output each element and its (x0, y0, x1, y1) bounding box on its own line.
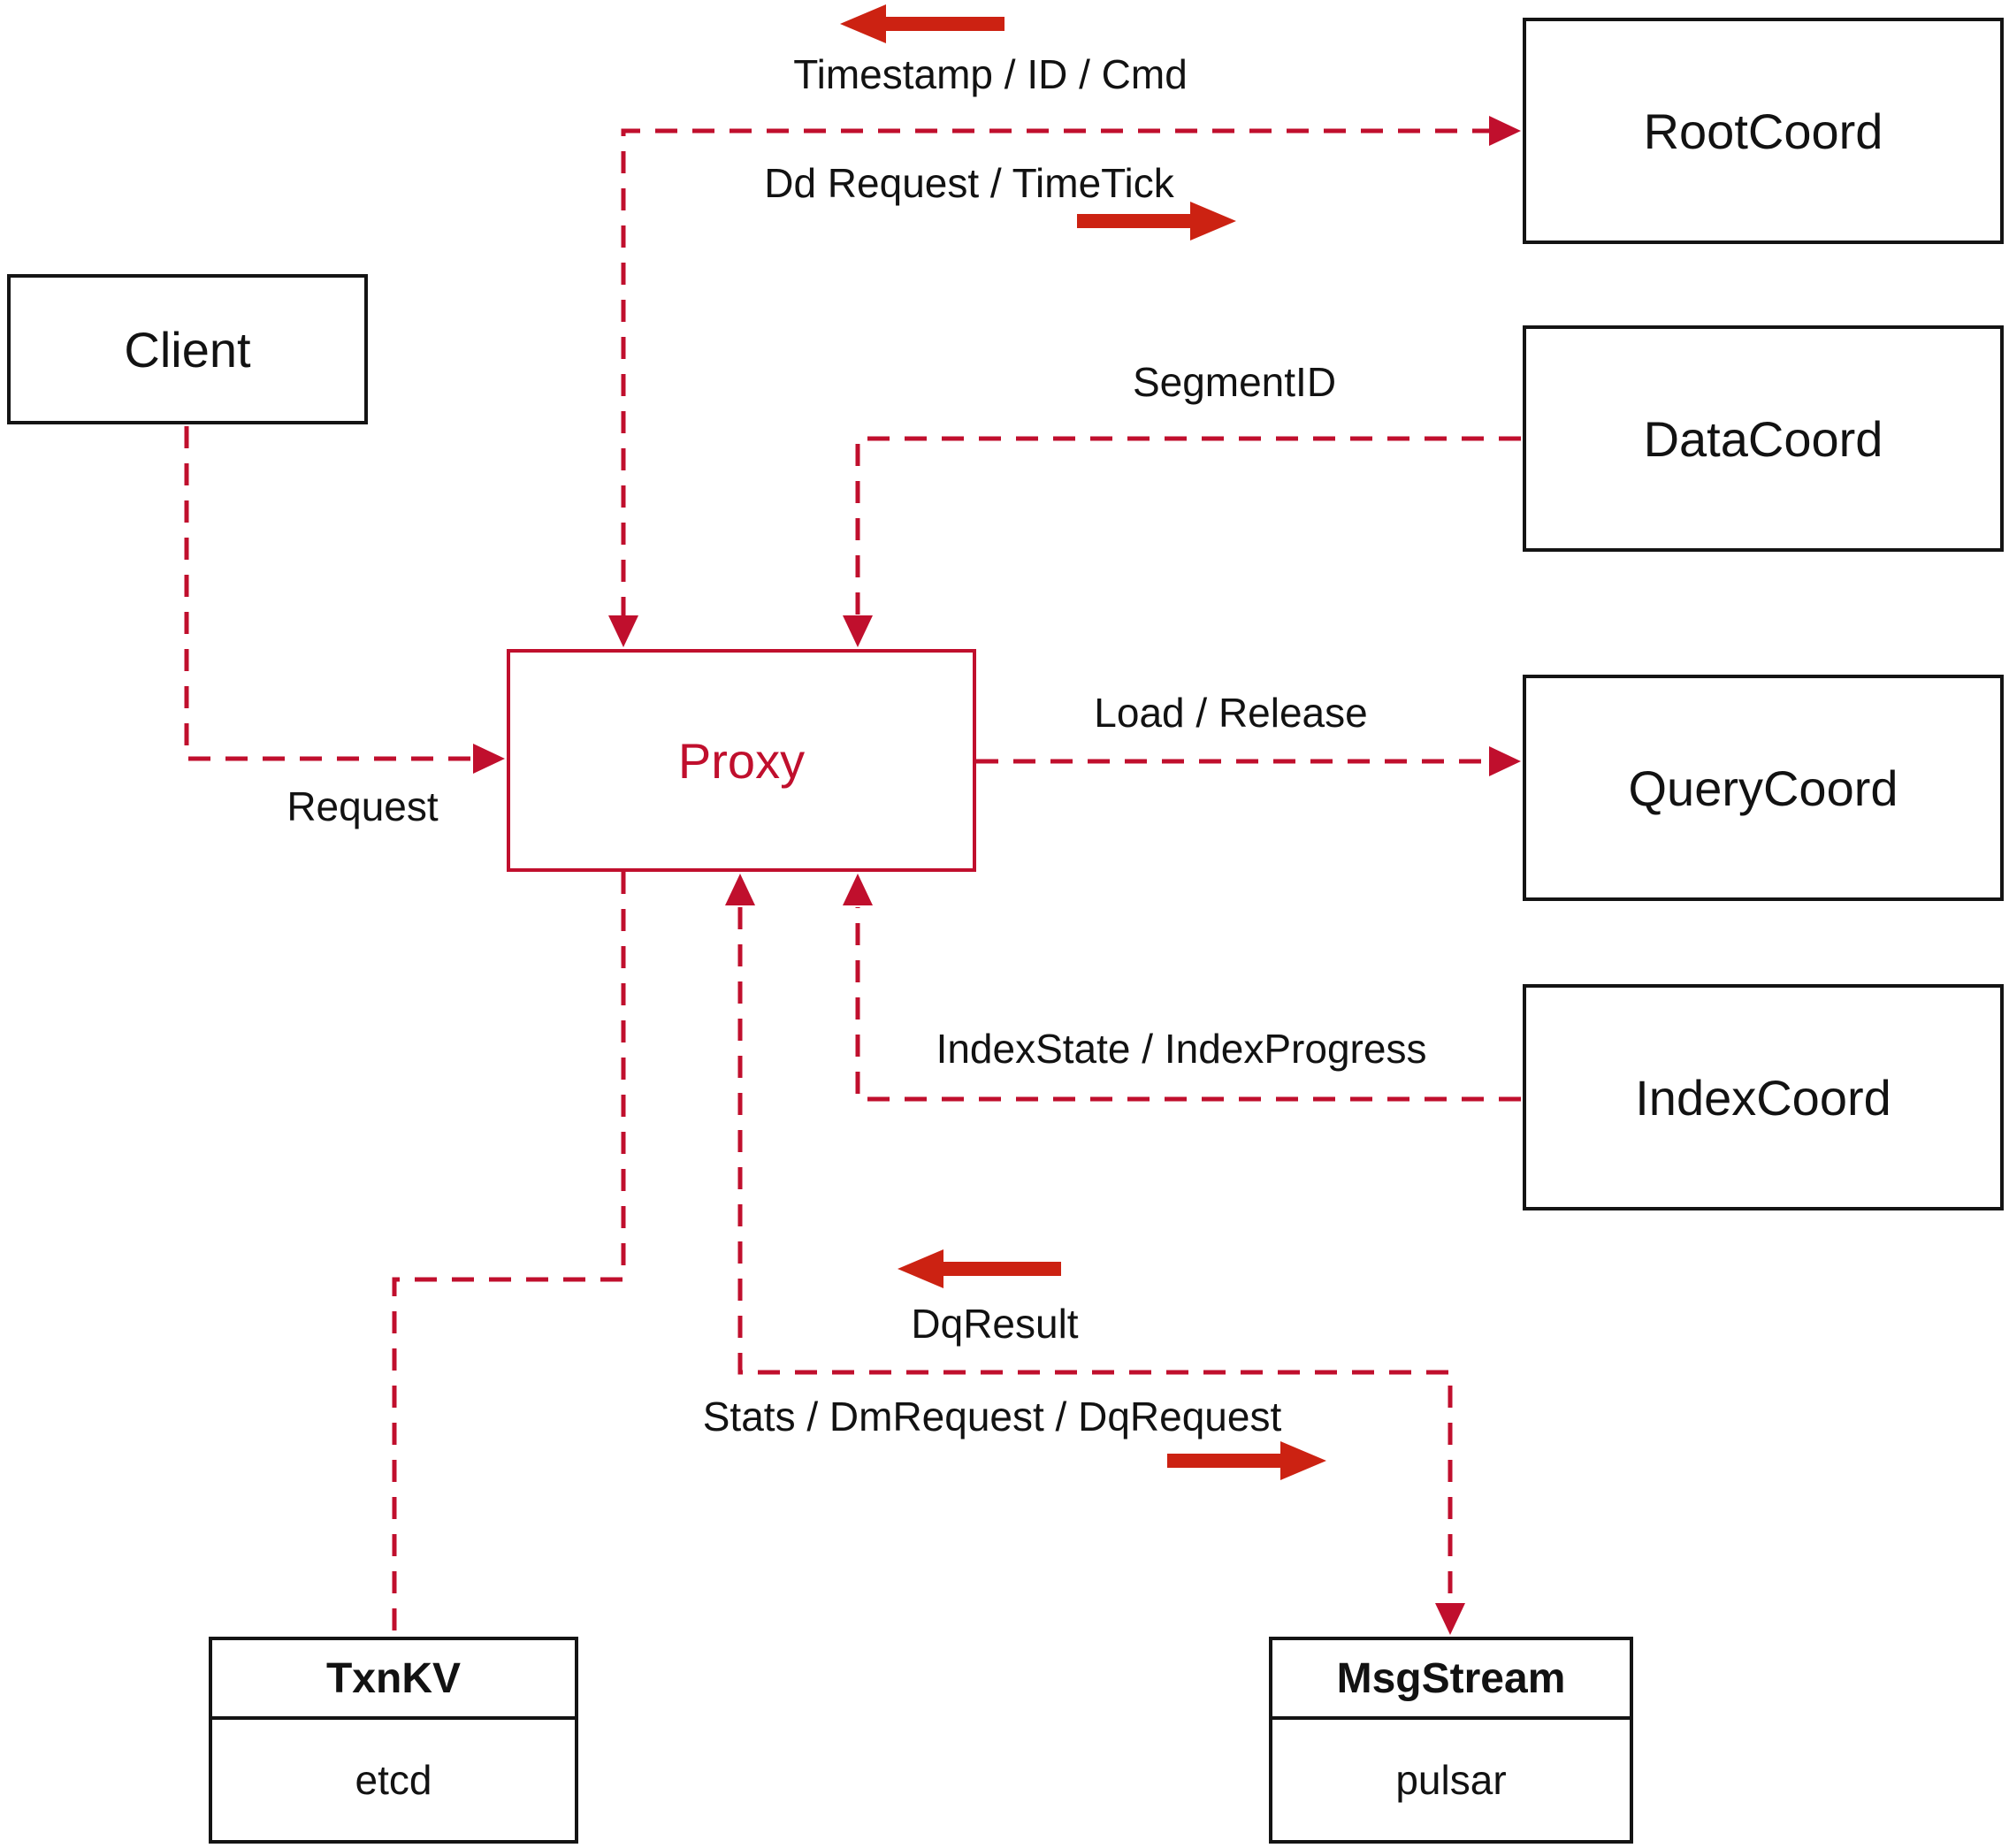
edge-label-dd-request-timetick: Dd Request / TimeTick (764, 160, 1174, 206)
node-rootcoord: RootCoord (1523, 18, 2004, 244)
direction-arrow-left-rootcoord-icon (840, 4, 1004, 43)
edge-proxy-msgstream (737, 907, 1453, 1603)
node-indexcoord-label: IndexCoord (1635, 1069, 1891, 1126)
direction-arrow-right-rootcoord-icon (1077, 202, 1236, 241)
direction-arrow-left-msgstream-icon (898, 1249, 1061, 1288)
edge-label-timestamp-id-cmd: Timestamp / ID / Cmd (793, 51, 1188, 97)
arrowhead-into-querycoord (1489, 746, 1521, 776)
edge-indexcoord-proxy (855, 907, 1521, 1102)
arrowhead-into-proxy-top-right (843, 615, 873, 647)
arrowhead-into-rootcoord (1489, 116, 1521, 146)
edge-label-load-release: Load / Release (1094, 690, 1368, 736)
arrowhead-into-proxy-bottom-mid (725, 874, 755, 905)
node-msgstream: MsgStream pulsar (1269, 1637, 1633, 1844)
arrowhead-into-proxy-top-left (608, 615, 638, 647)
arrowhead-into-proxy-bottom-right (843, 874, 873, 905)
node-txnkv-title: TxnKV (212, 1640, 575, 1720)
node-querycoord-label: QueryCoord (1628, 760, 1898, 816)
edge-proxy-txnkv (392, 872, 626, 1635)
direction-arrow-right-msgstream-icon (1167, 1441, 1326, 1480)
node-proxy: Proxy (507, 649, 976, 872)
node-datacoord-label: DataCoord (1643, 410, 1883, 467)
node-txnkv: TxnKV etcd (209, 1637, 578, 1844)
node-client: Client (7, 274, 368, 424)
edge-client-proxy (184, 426, 473, 761)
edge-datacoord-proxy (855, 436, 1521, 615)
edge-label-segment-id: SegmentID (1132, 359, 1337, 405)
node-txnkv-impl: etcd (355, 1757, 432, 1803)
node-indexcoord: IndexCoord (1523, 984, 2004, 1210)
node-datacoord: DataCoord (1523, 325, 2004, 552)
arrowhead-into-msgstream (1435, 1603, 1465, 1635)
node-querycoord: QueryCoord (1523, 675, 2004, 901)
node-msgstream-impl: pulsar (1395, 1757, 1507, 1803)
edge-label-request: Request (286, 783, 439, 829)
edge-proxy-rootcoord (621, 128, 1491, 619)
node-rootcoord-label: RootCoord (1643, 103, 1883, 159)
node-msgstream-title: MsgStream (1272, 1640, 1630, 1720)
edge-label-stats-dm-dq-request: Stats / DmRequest / DqRequest (702, 1394, 1282, 1439)
edge-label-dq-result: DqResult (911, 1301, 1079, 1347)
node-proxy-label: Proxy (677, 732, 806, 789)
edge-label-index-state-progress: IndexState / IndexProgress (936, 1026, 1427, 1072)
arrowhead-into-proxy-left (473, 744, 505, 774)
node-client-label: Client (124, 321, 251, 378)
